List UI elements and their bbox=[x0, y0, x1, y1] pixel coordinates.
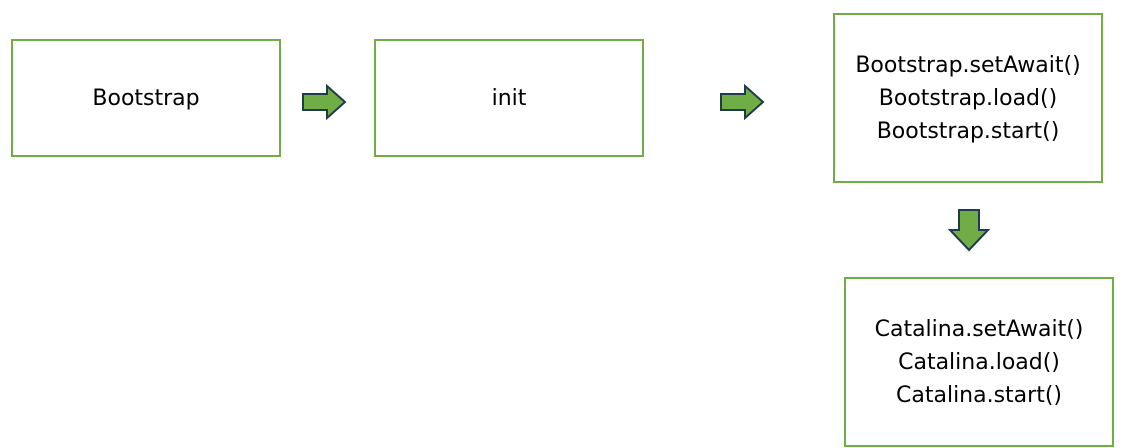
catalina-load-label: Catalina.load() bbox=[898, 349, 1060, 375]
bootstrap-start-label: Bootstrap.start() bbox=[876, 118, 1060, 144]
catalina-start-label: Catalina.start() bbox=[896, 382, 1062, 408]
right-arrow-icon bbox=[302, 83, 347, 121]
init-label: init bbox=[491, 85, 527, 111]
bootstrap-box: Bootstrap bbox=[11, 39, 281, 157]
catalina-setawait-label: Catalina.setAwait() bbox=[874, 316, 1084, 342]
bootstrap-load-label: Bootstrap.load() bbox=[878, 85, 1058, 111]
init-box: init bbox=[374, 39, 644, 157]
bootstrap-label: Bootstrap bbox=[92, 85, 200, 111]
bootstrap-calls-box: Bootstrap.setAwait() Bootstrap.load() Bo… bbox=[833, 13, 1103, 183]
bootstrap-setawait-label: Bootstrap.setAwait() bbox=[855, 52, 1081, 78]
down-arrow-icon bbox=[947, 209, 991, 252]
right-arrow-icon bbox=[720, 83, 765, 121]
catalina-calls-box: Catalina.setAwait() Catalina.load() Cata… bbox=[844, 277, 1114, 447]
